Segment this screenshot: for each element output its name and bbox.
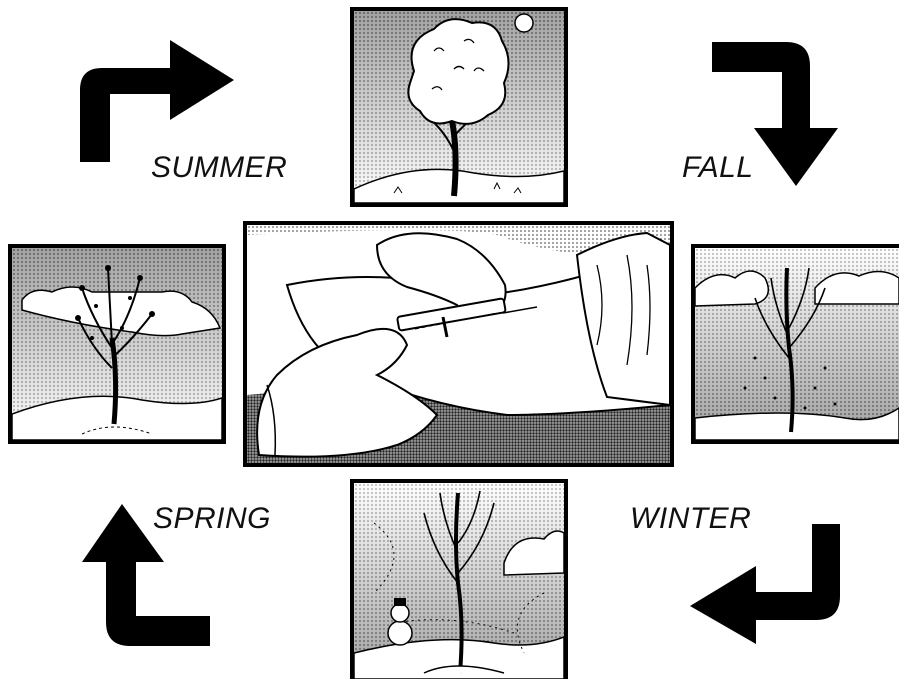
- injection-panel: [243, 221, 674, 467]
- bare-tree-falling-leaves-icon: [695, 248, 899, 440]
- summer-tree-panel: [350, 7, 568, 207]
- budding-tree-icon: [12, 248, 222, 440]
- gloved-hands-injecting-syringe-into-arm-icon: [247, 225, 670, 463]
- season-label-spring: SPRING: [153, 502, 271, 536]
- winter-tree-panel: [350, 479, 568, 679]
- season-label-fall: FALL: [682, 151, 753, 185]
- full-leaf-tree-with-sun-icon: [354, 11, 564, 203]
- spring-tree-panel: [8, 244, 226, 444]
- arrow-fall-to-winter: [686, 522, 846, 646]
- bare-tree-with-snowman-icon: [354, 483, 564, 679]
- season-label-summer: SUMMER: [151, 151, 287, 185]
- season-label-winter: WINTER: [630, 502, 751, 536]
- fall-tree-panel: [691, 244, 899, 444]
- arrow-spring-to-summer: [78, 40, 238, 164]
